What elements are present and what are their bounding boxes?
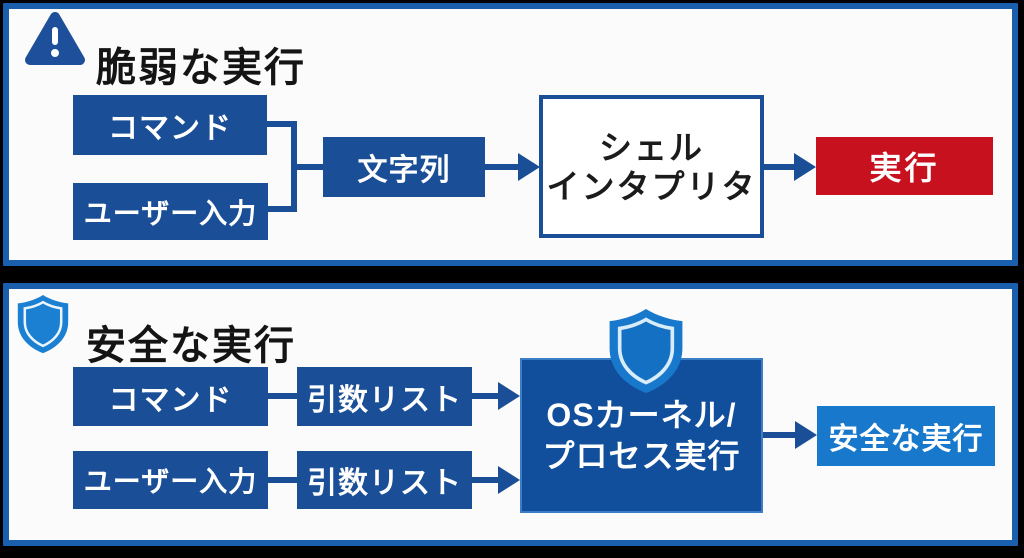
safe-panel-title: 安全な実行 [86,323,296,368]
safe-execution-box: 安全な実行 [817,406,995,466]
safe-user-input-box: ユーザー入力 [73,451,268,509]
os-shield-icon [609,309,683,393]
shell-interpreter-line2: インタプリタ [546,167,757,205]
warning-triangle-icon [25,12,85,65]
execute-box: 実行 [816,137,993,195]
safe-command-box: コマンド [73,367,268,426]
os-kernel-process-box: OSカーネル/ プロセス実行 [520,358,763,513]
command-args-list-label: 引数リスト [307,383,462,417]
string-label: 文字列 [357,154,451,187]
string-box: 文字列 [323,137,485,197]
command-label: コマンド [108,112,232,145]
os-kernel-line2: プロセス実行 [542,437,741,474]
command-args-list-box: 引数リスト [297,367,472,426]
command-box: コマンド [73,95,267,155]
shield-icon [17,294,69,354]
vulnerable-panel-title: 脆弱な実行 [96,45,306,90]
safe-command-label: コマンド [108,383,233,417]
user-input-box: ユーザー入力 [73,183,268,240]
safe-user-input-label: ユーザー入力 [83,466,258,497]
os-kernel-line1: OSカーネル/ [546,396,737,433]
user-input-label: ユーザー入力 [83,197,258,229]
shell-interpreter-box: シェル インタプリタ [539,95,764,238]
safe-execution-label: 安全な実行 [828,423,984,456]
user-args-list-label: 引数リスト [307,467,462,500]
execute-label: 実行 [869,150,940,186]
shell-interpreter-line1: シェル [599,128,704,166]
user-args-list-box: 引数リスト [297,451,472,509]
